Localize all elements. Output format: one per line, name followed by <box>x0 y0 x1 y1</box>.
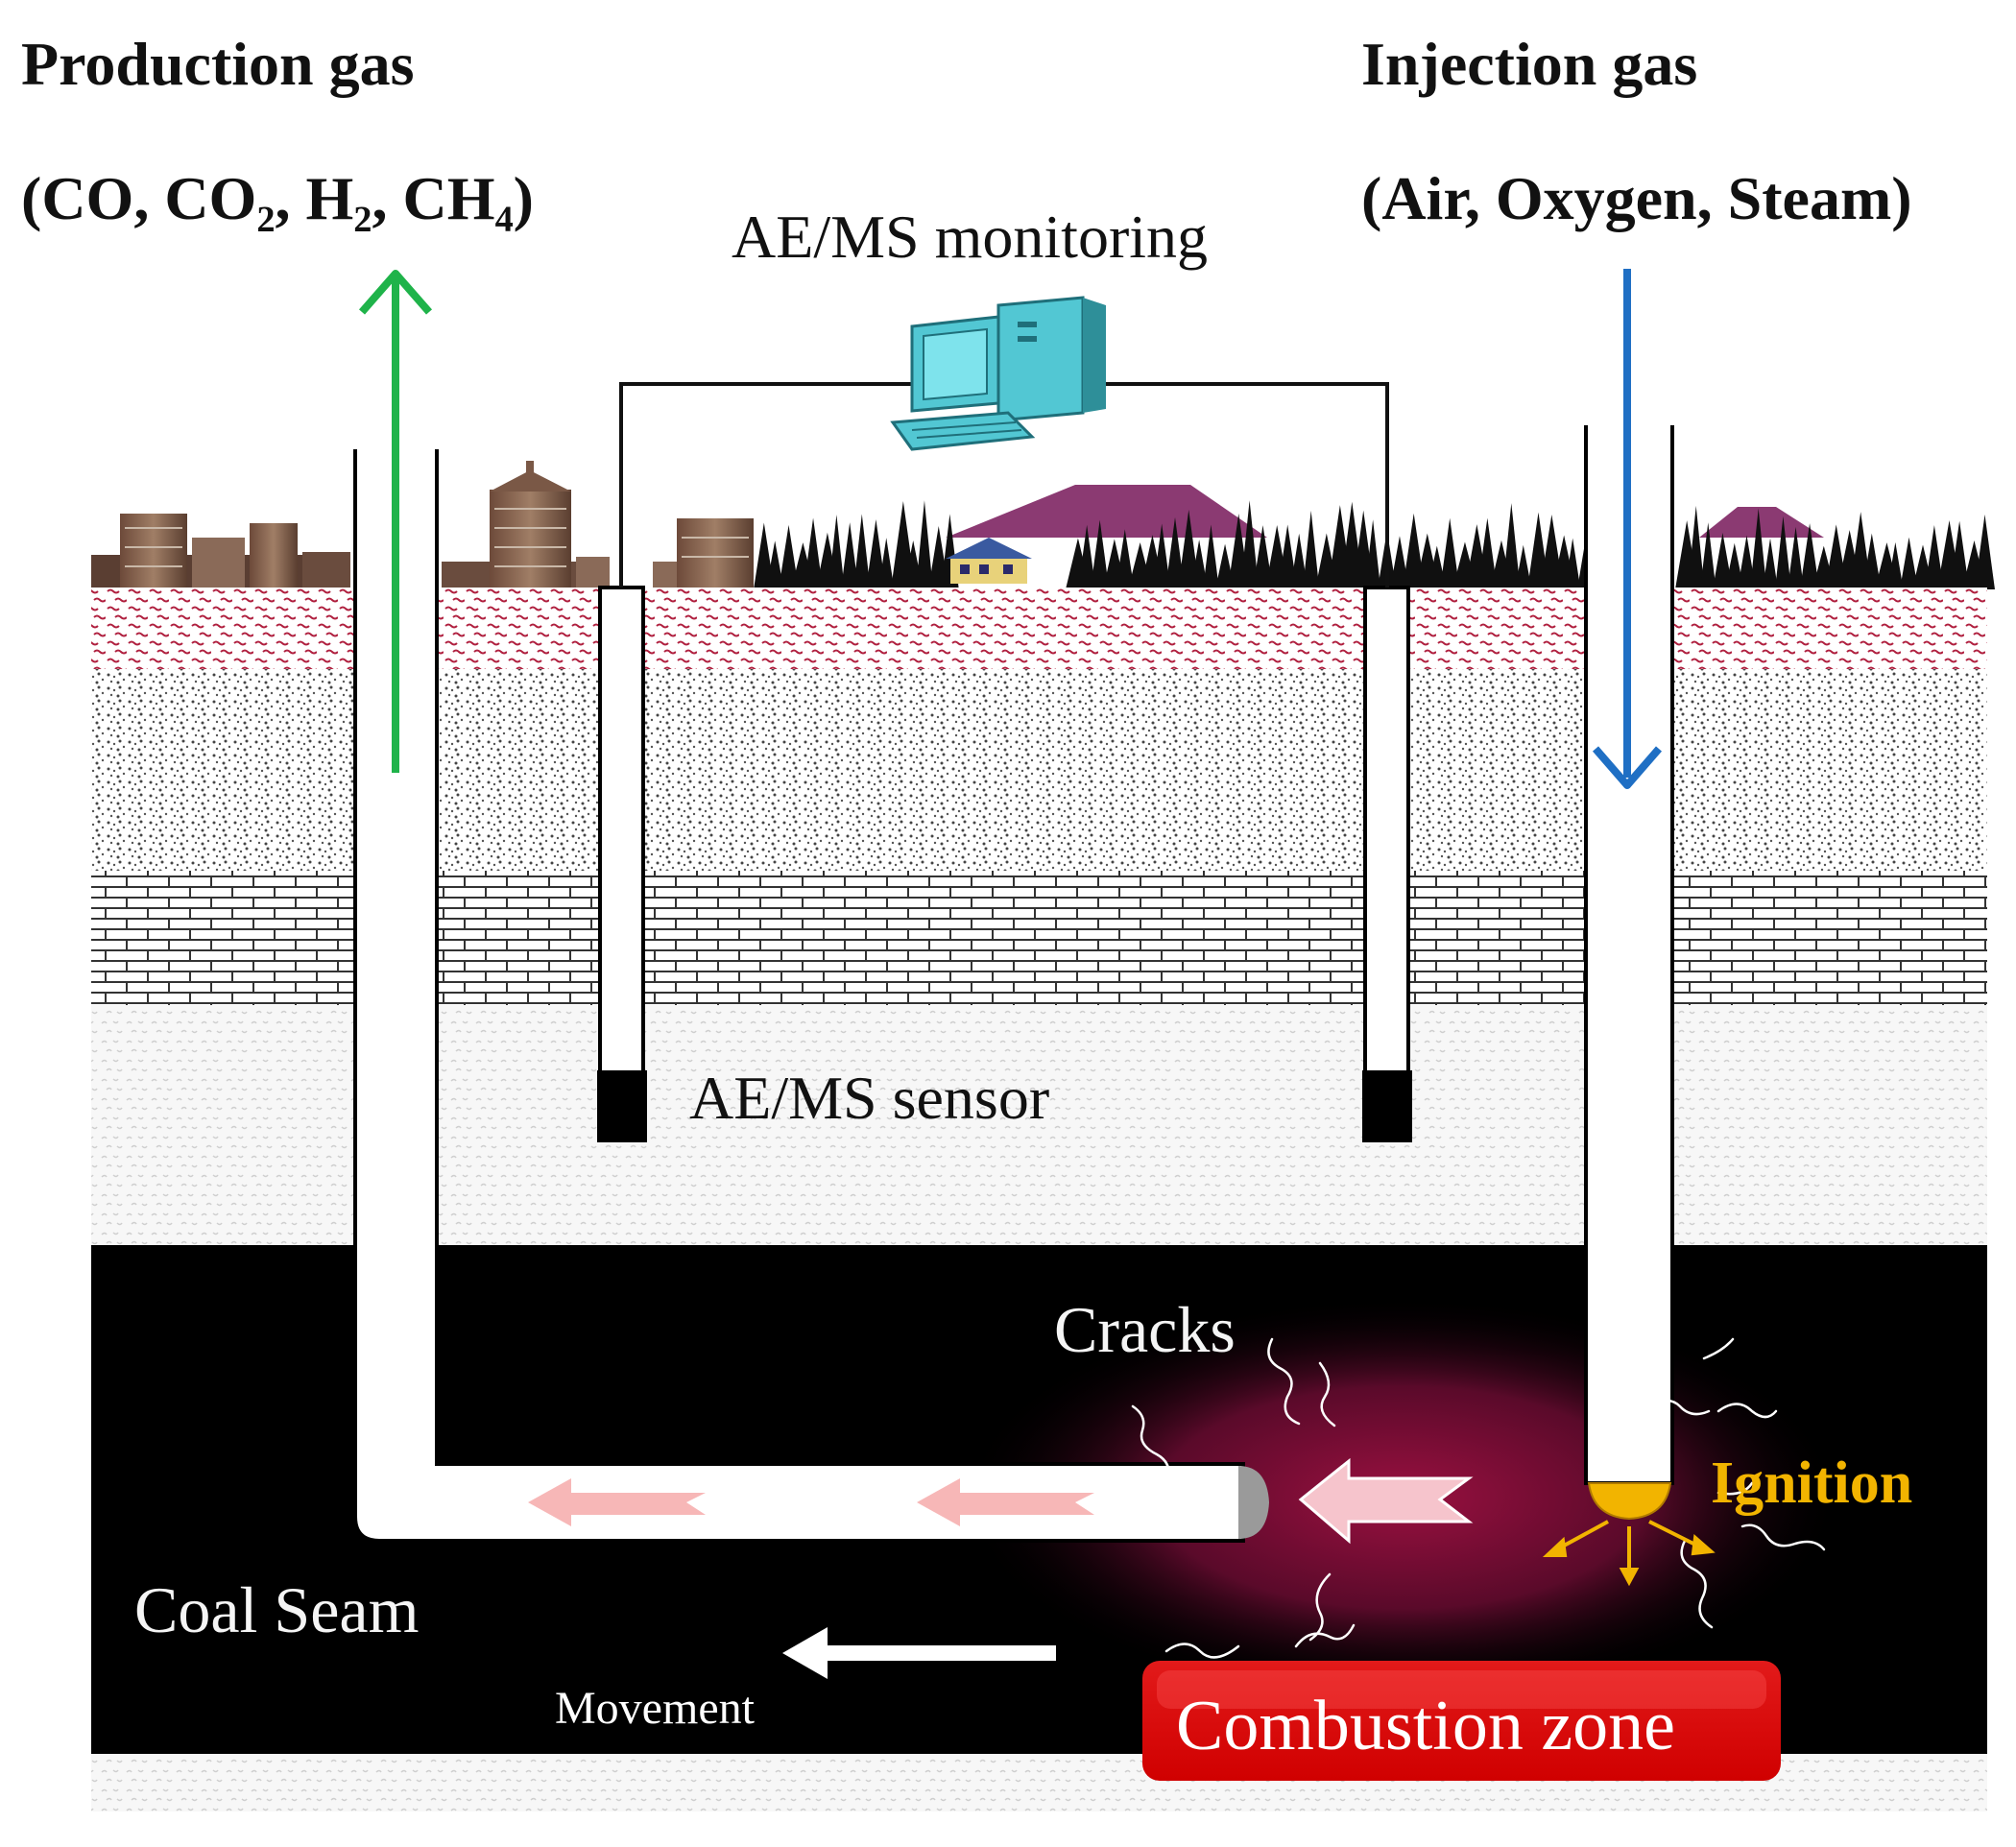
tree-icon <box>779 524 800 589</box>
surface-landscape <box>91 461 1995 590</box>
tree-icon <box>1775 516 1791 589</box>
tree-icon <box>1975 514 1995 589</box>
tree-icon <box>1091 519 1110 589</box>
tree-icon <box>1738 535 1756 589</box>
coal-seam-label: Coal Seam <box>134 1573 420 1646</box>
injection-gas-composition: (Air, Oxygen, Steam) <box>1361 164 1912 232</box>
movement-arrow <box>782 1627 1056 1679</box>
computer-workstation-icon <box>890 296 1106 451</box>
flow-arrow-small-left <box>528 1478 706 1526</box>
tree-icon <box>1153 523 1171 589</box>
tree-icon <box>1800 523 1820 589</box>
tree-icon <box>1515 544 1532 589</box>
tree-icon <box>1440 517 1460 589</box>
tree-icon <box>804 517 824 589</box>
tree-icon <box>1190 540 1209 589</box>
monitoring-label: AE/MS monitoring <box>732 203 1208 271</box>
combustion-zone-label: Combustion zone <box>1176 1687 1675 1765</box>
mountain-right <box>1699 507 1824 538</box>
ignition-label: Ignition <box>1711 1451 1912 1516</box>
tree-icon <box>1365 519 1381 589</box>
flow-arrows <box>528 1457 1474 1545</box>
tree-icon <box>766 540 784 589</box>
tree-icon <box>1688 505 1705 589</box>
tree-icon <box>1165 516 1186 589</box>
tree-icon <box>1788 526 1805 589</box>
tree-icon <box>1950 520 1970 589</box>
mountain-left <box>946 485 1267 538</box>
city-buildings <box>91 461 754 590</box>
tree-icon <box>1763 538 1779 589</box>
cracks-label: Cracks <box>1054 1293 1236 1366</box>
monitoring-well-right <box>1362 586 1412 1142</box>
ignition-source <box>1587 1482 1672 1521</box>
tree-icon <box>1925 525 1944 589</box>
injection-gas-title: Injection gas <box>1361 30 1697 98</box>
tree-icon <box>1253 525 1273 589</box>
tree-icon <box>828 515 845 589</box>
tree-icon <box>1700 522 1716 589</box>
tree-icon <box>1278 524 1298 589</box>
movement-label: Movement <box>555 1683 756 1734</box>
tree-icon <box>841 522 859 589</box>
tree-icon <box>1900 537 1919 589</box>
production-gas-composition: (CO, CO₂, H₂, CH₄) <box>21 164 534 232</box>
injection-arrow <box>1592 269 1663 789</box>
tree-icon <box>1713 533 1733 589</box>
production-arrow <box>358 270 433 773</box>
tree-icon <box>1290 533 1308 589</box>
tree-icon <box>1116 529 1135 589</box>
tree-icon <box>1390 536 1409 589</box>
tree-icon <box>916 500 933 589</box>
tree-icon <box>878 538 895 589</box>
tree-icon <box>1477 517 1498 589</box>
combustion-zone-box <box>1142 1661 1781 1781</box>
tree-icon <box>1203 524 1219 589</box>
production-well <box>353 444 1269 1543</box>
tree-icon <box>1887 541 1904 589</box>
sensor-left <box>597 1070 647 1142</box>
tree-icon <box>1303 510 1320 589</box>
tree-icon <box>1240 500 1260 589</box>
ignition-rays <box>1542 1520 1716 1587</box>
house-icon <box>946 538 1032 584</box>
production-gas-title: Production gas <box>21 30 415 98</box>
tree-icon <box>1078 524 1096 589</box>
tree-icon <box>1725 542 1744 589</box>
tree-icon <box>853 514 871 589</box>
sensor-right <box>1362 1070 1412 1142</box>
flow-arrow-large <box>1298 1457 1474 1545</box>
cracks <box>1131 1337 1826 1659</box>
sensor-label: AE/MS sensor <box>689 1064 1049 1132</box>
tree-icon <box>1565 538 1581 589</box>
flow-arrow-small-mid <box>917 1478 1094 1526</box>
tree-icon <box>866 518 886 589</box>
tree-icon <box>1502 503 1521 589</box>
tree-icon <box>1750 508 1767 589</box>
tree-line <box>754 500 1995 589</box>
monitoring-well-left <box>597 586 647 1142</box>
production-well-tip <box>1238 1466 1269 1539</box>
tree-icon <box>1862 533 1882 589</box>
